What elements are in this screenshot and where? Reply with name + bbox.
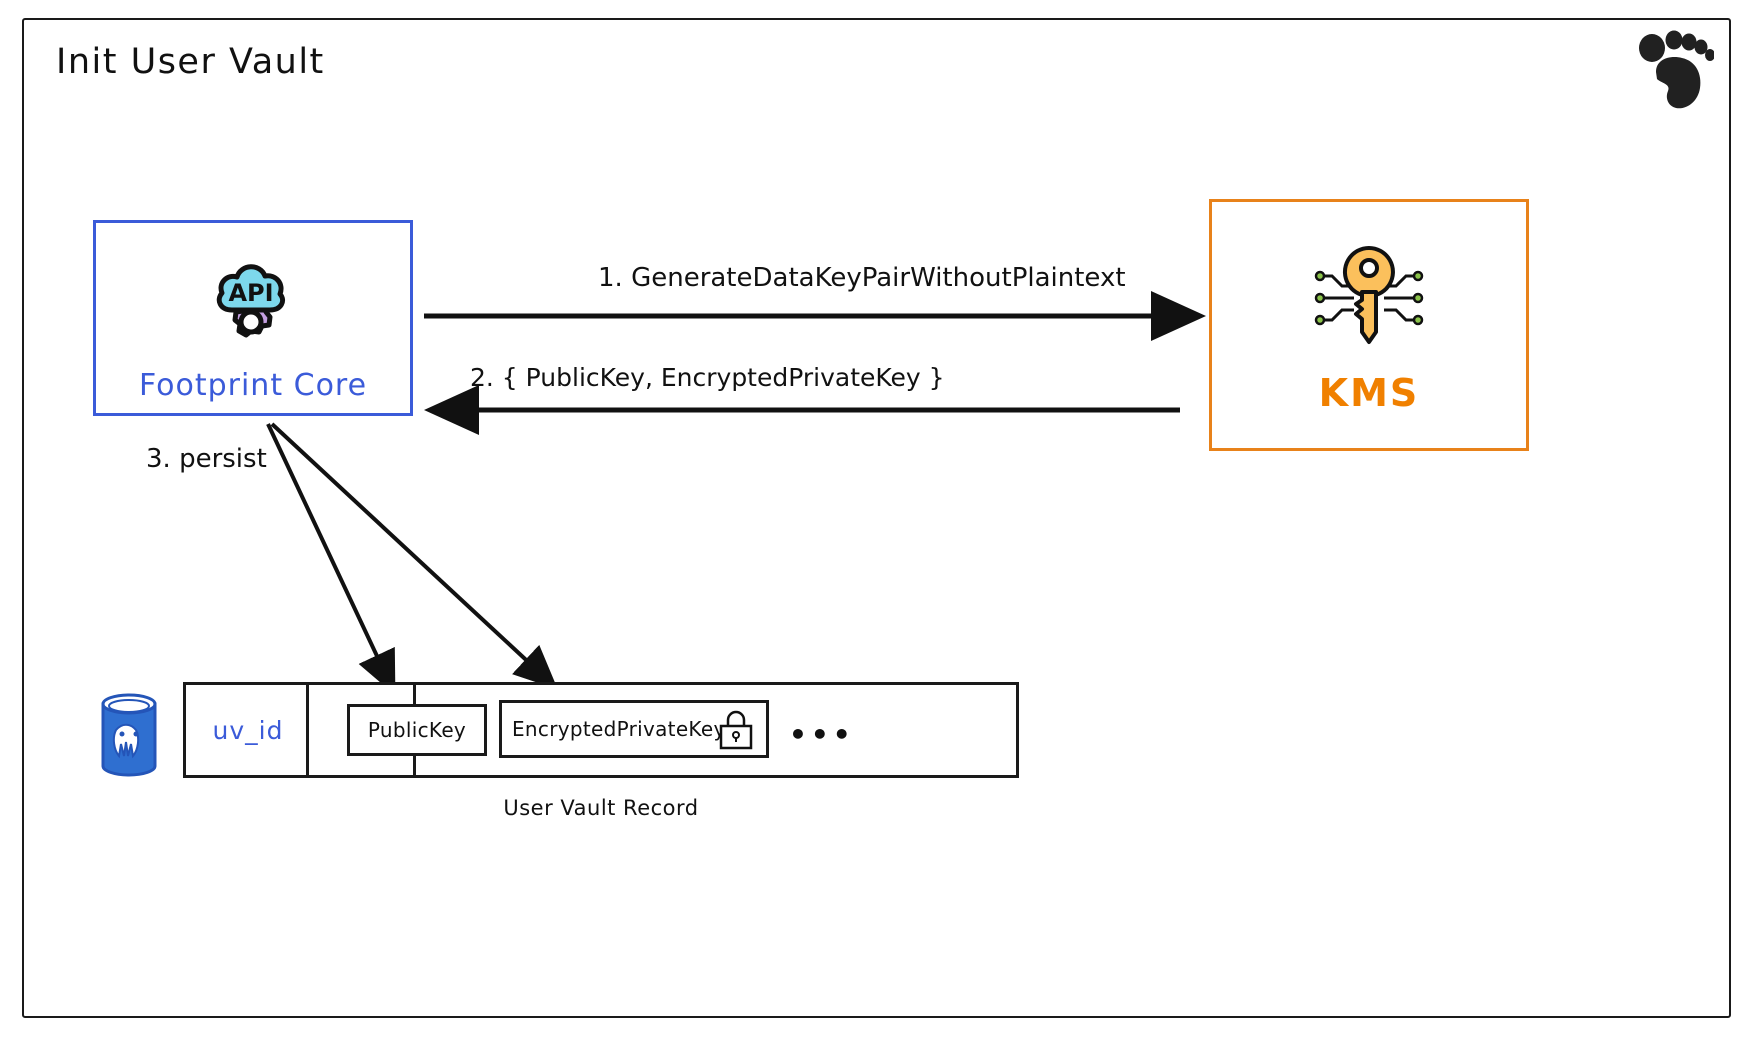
record-cell-publickey-label: PublicKey <box>367 718 467 742</box>
api-cloud-gear-icon: API <box>216 264 286 338</box>
record-cell-publickey[interactable]: PublicKey <box>347 704 487 756</box>
postgres-elephant-icon <box>101 693 157 777</box>
record-cell-ellipsis: ••• <box>789 718 855 751</box>
diagram-frame <box>22 18 1731 1018</box>
node-kms-label: KMS <box>1318 371 1420 415</box>
record-caption: User Vault Record <box>503 796 699 820</box>
arrow-3-persist-encryptedprivatekey <box>270 422 558 690</box>
record-cell-uv-id: uv_id <box>212 715 284 745</box>
record-divider-1 <box>306 682 309 778</box>
arrow-2-label: 2. { PublicKey, EncryptedPrivateKey } <box>470 363 945 392</box>
node-footprint-core-label: Footprint Core <box>138 368 368 403</box>
record-cell-encryptedprivatekey-label: EncryptedPrivateKey <box>512 717 726 741</box>
lock-icon <box>719 710 753 750</box>
key-circuit-icon <box>1314 246 1424 344</box>
footprint-logo-icon <box>1639 30 1714 109</box>
arrow-1-label: 1. GenerateDataKeyPairWithoutPlaintext <box>598 263 1126 293</box>
arrow-3-persist-publickey <box>266 423 396 696</box>
api-icon-text: API <box>228 279 273 307</box>
page-title: Init User Vault <box>56 42 325 82</box>
user-vault-record-row <box>183 682 1019 778</box>
arrow-3-label: 3. persist <box>146 444 267 474</box>
